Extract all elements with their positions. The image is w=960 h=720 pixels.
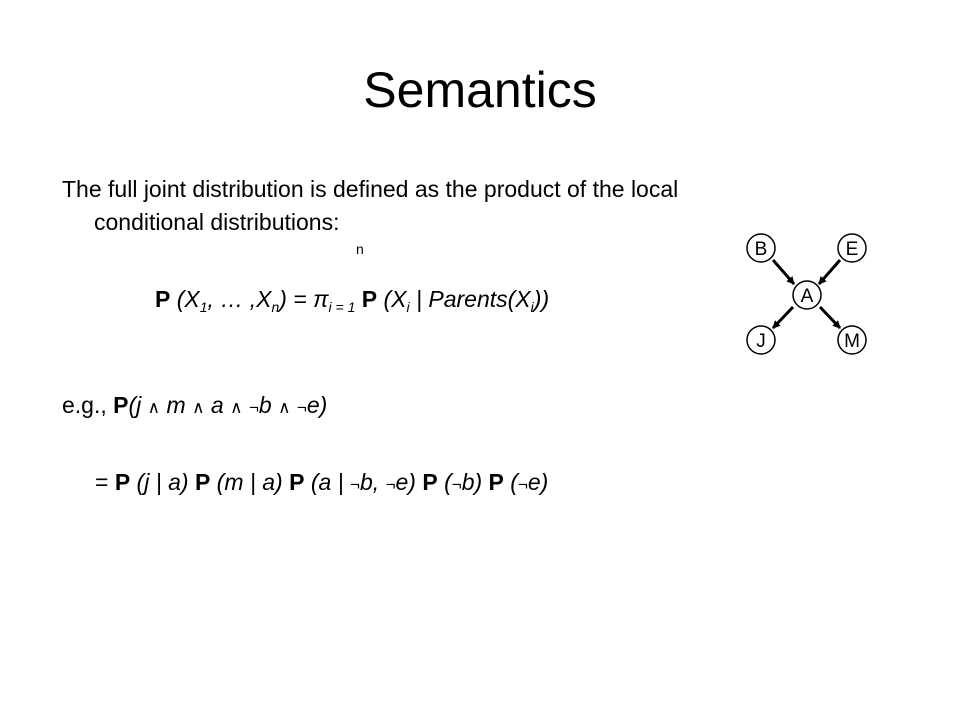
intro-line-1: The full joint distribution is defined a… — [62, 176, 679, 202]
formula-sub: i = 1 — [328, 299, 356, 315]
edge-e-a — [817, 259, 842, 285]
node-b: B — [746, 233, 776, 263]
edge-a-m — [818, 305, 842, 330]
intro-line-2: conditional distributions: — [94, 209, 340, 235]
formula-text: ) = π — [279, 286, 329, 312]
prob-symbol: P — [488, 469, 504, 495]
product-upper-limit: n — [356, 241, 364, 257]
formula-text: )) — [533, 286, 550, 312]
and-symbol: ∧ — [278, 398, 291, 417]
not-symbol: ¬ — [296, 398, 307, 417]
expansion-text: b) — [461, 469, 489, 495]
slide-title: Semantics — [363, 62, 597, 118]
expansion-text: ( — [437, 469, 452, 495]
expansion-text: (j | a) — [130, 469, 195, 495]
example-text: e) — [306, 392, 328, 418]
edge-a-j — [771, 305, 795, 330]
edge-b-a — [771, 259, 796, 285]
formula-sub: i — [530, 299, 534, 315]
expansion-text: b, — [359, 469, 386, 495]
not-symbol: ¬ — [248, 398, 259, 417]
example-text: b — [258, 392, 279, 418]
node-j: J — [746, 325, 776, 355]
formula-sub: 1 — [199, 299, 208, 315]
example-expansion: = P (j | a) P (m | a) P (a | ¬b, ¬e) P (… — [95, 467, 548, 500]
node-a: A — [792, 280, 822, 310]
joint-distribution-formula: P (X1, … ,Xn) = πi = 1 P (Xi | Parents(X… — [155, 284, 549, 314]
node-label: M — [844, 331, 860, 352]
formula-text: (X — [377, 286, 407, 312]
node-label: A — [801, 286, 814, 307]
node-e: E — [837, 233, 867, 263]
and-symbol: ∧ — [192, 398, 205, 417]
equals-sign: = — [95, 469, 115, 495]
intro-text: The full joint distribution is defined a… — [62, 173, 782, 239]
expansion-text: ( — [503, 469, 518, 495]
bayes-network-diagram: B E A J M — [746, 233, 867, 355]
formula-text: (X — [170, 286, 200, 312]
expansion-text: e) — [395, 469, 423, 495]
formula-sub: i — [406, 299, 410, 315]
node-m: M — [837, 325, 867, 355]
expansion-text: (a | — [304, 469, 351, 495]
not-symbol: ¬ — [385, 475, 396, 494]
not-symbol: ¬ — [350, 475, 360, 494]
expansion-text: e) — [527, 469, 549, 495]
formula-sub: n — [271, 299, 280, 315]
prob-symbol: P — [194, 469, 211, 495]
prob-symbol: P — [155, 286, 171, 312]
example-query: e.g., P(j ∧ m ∧ a ∧ ¬b ∧ ¬e) — [62, 390, 327, 423]
prob-symbol: P — [114, 469, 131, 495]
expansion-text: (m | a) — [210, 469, 290, 495]
node-label: J — [756, 331, 766, 352]
prob-symbol: P — [361, 286, 378, 312]
formula-text: , … ,X — [207, 286, 272, 312]
prob-symbol: P — [422, 469, 438, 495]
example-text: a — [204, 392, 231, 418]
node-label: E — [846, 239, 859, 260]
and-symbol: ∧ — [230, 398, 243, 417]
and-symbol: ∧ — [147, 398, 161, 417]
prob-symbol: P — [289, 469, 305, 495]
not-symbol: ¬ — [517, 475, 528, 494]
example-text: m — [160, 392, 193, 418]
example-text: (j — [128, 392, 148, 418]
not-symbol: ¬ — [451, 475, 462, 494]
formula-text: | Parents(X — [409, 286, 531, 312]
example-prefix: e.g., — [62, 392, 114, 418]
node-label: B — [755, 239, 768, 260]
prob-symbol: P — [113, 392, 129, 418]
